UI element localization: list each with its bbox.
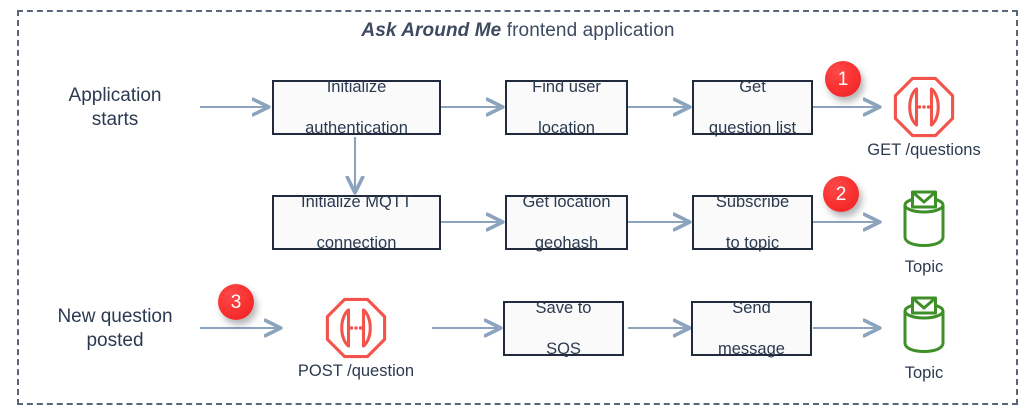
process-box-initialize-authentication[interactable]: Initialize authentication [272, 77, 441, 137]
process-box-initialize-mqtt-connection[interactable]: Initialize MQTT connection [272, 192, 441, 252]
process-box-get-location-geohash-line2: geohash [534, 233, 599, 252]
process-box-find-user-location-line2: location [538, 118, 595, 137]
step-badge-3[interactable]: 3 [218, 284, 254, 320]
process-box-find-user-location-line1: Find user [532, 77, 601, 96]
process-box-initialize-authentication-line1: Initialize [326, 77, 387, 96]
process-box-get-question-list-line1: Get [739, 77, 766, 96]
diagram-title: Ask Around Me frontend application [0, 20, 1036, 42]
sns-topic-icon-subscribe[interactable] [899, 190, 949, 252]
process-box-subscribe-to-topic-line1: Subscribe [715, 192, 790, 211]
resource-caption-get-questions: GET /questions [867, 141, 981, 159]
trigger-new-question-posted-line2: posted [86, 330, 144, 352]
api-gateway-icon [893, 76, 955, 138]
process-box-send-message-line1: Send [732, 298, 771, 317]
process-box-subscribe-to-topic[interactable]: Subscribe to topic [692, 192, 813, 252]
process-box-find-user-location[interactable]: Find user location [505, 77, 628, 137]
api-gateway-icon-get-questions[interactable] [893, 76, 955, 138]
process-box-get-question-list-line2: question list [708, 118, 797, 137]
step-badge-1[interactable]: 1 [825, 61, 861, 97]
trigger-application-starts: Application starts [40, 84, 190, 133]
process-box-save-to-sqs[interactable]: Save to SQS [503, 298, 624, 358]
resource-caption-topic-publish: Topic [904, 364, 944, 382]
process-box-initialize-mqtt-connection-line1: Initialize MQTT [301, 192, 412, 211]
diagram-title-emphasis: Ask Around Me [361, 20, 502, 41]
resource-caption-post-question: POST /question [297, 362, 415, 380]
api-gateway-icon [325, 297, 387, 359]
process-box-send-message-line2: message [718, 339, 785, 358]
sns-topic-icon [903, 190, 945, 248]
resource-caption-topic-subscribe: Topic [904, 258, 944, 276]
process-box-subscribe-to-topic-line2: to topic [725, 233, 780, 252]
diagram-title-rest: frontend application [501, 20, 675, 41]
trigger-new-question-posted-line1: New question [57, 306, 173, 327]
process-box-get-question-list[interactable]: Get question list [692, 77, 813, 137]
process-box-get-location-geohash-line1: Get location [522, 192, 611, 211]
sns-topic-icon [903, 296, 945, 354]
trigger-new-question-posted: New question posted [36, 305, 194, 354]
step-badge-2[interactable]: 2 [823, 176, 859, 212]
process-box-send-message[interactable]: Send message [691, 298, 812, 358]
process-box-initialize-authentication-line2: authentication [305, 118, 408, 137]
application-boundary [17, 10, 1018, 405]
sns-topic-icon-publish[interactable] [899, 296, 949, 358]
api-gateway-icon-post-question[interactable] [325, 297, 387, 359]
process-box-save-to-sqs-line2: SQS [546, 339, 581, 358]
trigger-application-starts-line2: starts [91, 109, 139, 131]
process-box-save-to-sqs-line1: Save to [535, 298, 592, 317]
process-box-initialize-mqtt-connection-line2: connection [316, 233, 397, 252]
trigger-application-starts-line1: Application [68, 85, 162, 106]
process-box-get-location-geohash[interactable]: Get location geohash [505, 192, 628, 252]
